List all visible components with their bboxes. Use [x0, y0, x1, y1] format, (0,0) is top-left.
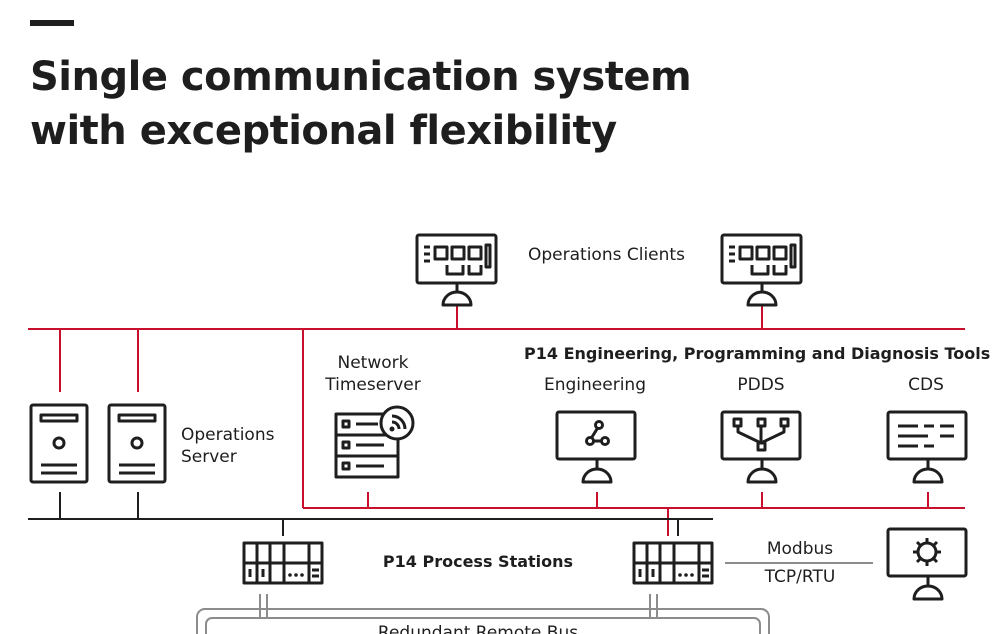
page-title: Single communication system with excepti… [30, 50, 692, 158]
monitor-network-icon [555, 410, 637, 484]
control-network-line [28, 492, 713, 536]
monitor-tree-icon [720, 410, 802, 484]
server-tower-icon [29, 403, 89, 484]
monitor-text-icon [886, 410, 968, 484]
cds-label: CDS [908, 375, 944, 395]
monitor-dashboard-icon [720, 233, 803, 307]
remote-bus-lines [196, 594, 770, 634]
operations-server-label-line-2: Server [181, 447, 237, 467]
modbus-label-line-1: Modbus [767, 539, 833, 559]
pdds-label: PDDS [737, 375, 784, 395]
title-accent-bar [30, 20, 74, 26]
operations-clients-label: Operations Clients [528, 245, 685, 265]
controller-rack-icon [242, 541, 324, 585]
modbus-label-line-2: TCP/RTU [764, 567, 836, 587]
network-timeserver-label-line-1: Network [338, 353, 409, 373]
timeserver-rack-icon [334, 405, 415, 479]
monitor-dashboard-icon [415, 233, 498, 307]
monitor-gear-icon [886, 527, 968, 601]
title-line-1: Single communication system [30, 54, 692, 100]
title-line-2: with exceptional flexibility [30, 108, 617, 154]
server-tower-icon [107, 403, 167, 484]
network-timeserver-label-line-2: Timeserver [324, 375, 420, 395]
operations-server-label-line-1: Operations [181, 425, 275, 445]
engineering-network-line [302, 329, 965, 536]
engineering-label: Engineering [544, 375, 646, 395]
tools-section-header: P14 Engineering, Programming and Diagnos… [524, 344, 990, 363]
remote-bus-label: Redundant Remote Bus [378, 623, 578, 634]
controller-rack-icon [632, 541, 714, 585]
operations-network-line [28, 305, 965, 392]
process-stations-label: P14 Process Stations [383, 552, 573, 571]
